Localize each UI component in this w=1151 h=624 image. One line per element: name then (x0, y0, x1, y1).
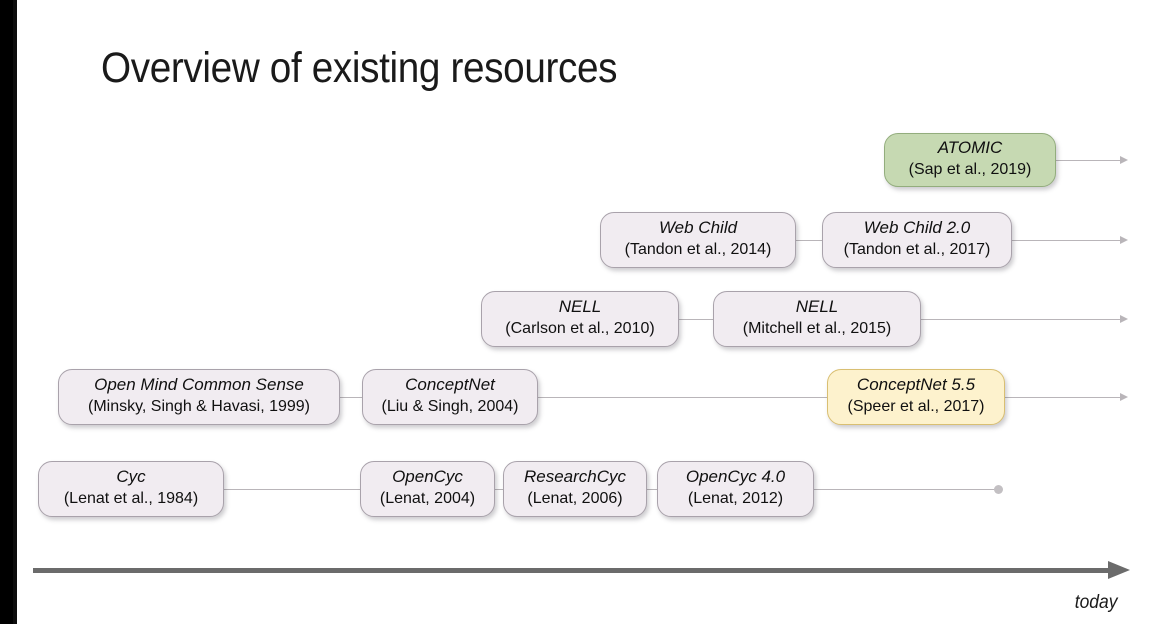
node-title: Web Child 2.0 (863, 218, 971, 238)
connector-opencyc40-to-end (812, 489, 998, 490)
node-title: ATOMIC (937, 138, 1003, 158)
node-title: ConceptNet 5.5 (856, 375, 976, 395)
arrowhead-conceptnet-row (1120, 393, 1128, 401)
connector-webchild-to-webchild2 (795, 240, 827, 241)
connector-conceptnet-to-conceptnet55 (534, 397, 828, 398)
node-title: OpenCyc (392, 467, 463, 487)
node-citation: (Minsky, Singh & Havasi, 1999) (87, 398, 310, 416)
node-title: Web Child (658, 218, 738, 238)
node-citation: (Lenat, 2004) (379, 490, 476, 508)
node-conceptnet-5-5[interactable]: ConceptNet 5.5 (Speer et al., 2017) (827, 369, 1005, 425)
endpoint-dot-cyc-row (994, 485, 1003, 494)
node-title: Cyc (116, 467, 146, 487)
arrowhead-nell-row (1120, 315, 1128, 323)
node-web-child-2[interactable]: Web Child 2.0 (Tandon et al., 2017) (822, 212, 1012, 268)
node-citation: (Lenat, 2006) (527, 490, 623, 508)
node-citation: (Sap et al., 2019) (908, 161, 1032, 179)
node-title: NELL (795, 297, 839, 317)
node-title: Open Mind Common Sense (94, 375, 304, 395)
node-opencyc-4-0[interactable]: OpenCyc 4.0 (Lenat, 2012) (657, 461, 814, 517)
connector-omcs-to-conceptnet (338, 397, 366, 398)
left-letterbox-bar (0, 0, 13, 624)
page-title: Overview of existing resources (101, 44, 618, 92)
node-title: ResearchCyc (523, 467, 627, 487)
connector-webchild2-to-end (1010, 240, 1122, 241)
node-conceptnet[interactable]: ConceptNet (Liu & Singh, 2004) (362, 369, 538, 425)
node-title: ConceptNet (405, 375, 495, 395)
connector-nell2-to-end (920, 319, 1122, 320)
node-citation: (Mitchell et al., 2015) (742, 320, 892, 338)
node-opencyc[interactable]: OpenCyc (Lenat, 2004) (360, 461, 495, 517)
node-atomic[interactable]: ATOMIC (Sap et al., 2019) (884, 133, 1056, 187)
node-web-child[interactable]: Web Child (Tandon et al., 2014) (600, 212, 796, 268)
node-citation: (Tandon et al., 2017) (843, 241, 991, 259)
node-citation: (Speer et al., 2017) (847, 398, 985, 416)
node-researchcyc[interactable]: ResearchCyc (Lenat, 2006) (503, 461, 647, 517)
node-open-mind-common-sense[interactable]: Open Mind Common Sense (Minsky, Singh & … (58, 369, 340, 425)
connector-conceptnet55-to-end (1003, 397, 1122, 398)
timeline-axis-arrowhead (1108, 561, 1130, 579)
timeline-axis (33, 568, 1111, 573)
arrowhead-atomic-row (1120, 156, 1128, 164)
node-title: NELL (558, 297, 602, 317)
connector-opencyc-to-researchcyc (491, 489, 505, 490)
connector-nell-to-nell2 (677, 319, 715, 320)
connector-cyc-to-opencyc (222, 489, 364, 490)
left-letterbox-bar-inner (13, 0, 17, 624)
node-cyc[interactable]: Cyc (Lenat et al., 1984) (38, 461, 224, 517)
node-nell-2010[interactable]: NELL (Carlson et al., 2010) (481, 291, 679, 347)
node-citation: (Tandon et al., 2014) (624, 241, 772, 259)
arrowhead-webchild-row (1120, 236, 1128, 244)
node-citation: (Liu & Singh, 2004) (381, 398, 519, 416)
node-title: OpenCyc 4.0 (685, 467, 786, 487)
node-nell-2015[interactable]: NELL (Mitchell et al., 2015) (713, 291, 921, 347)
connector-atomic-to-end (1050, 160, 1122, 161)
timeline-today-label: today (1074, 592, 1117, 613)
connector-researchcyc-to-opencyc40 (645, 489, 659, 490)
node-citation: (Lenat et al., 1984) (63, 490, 199, 508)
node-citation: (Carlson et al., 2010) (505, 320, 655, 338)
node-citation: (Lenat, 2012) (687, 490, 784, 508)
